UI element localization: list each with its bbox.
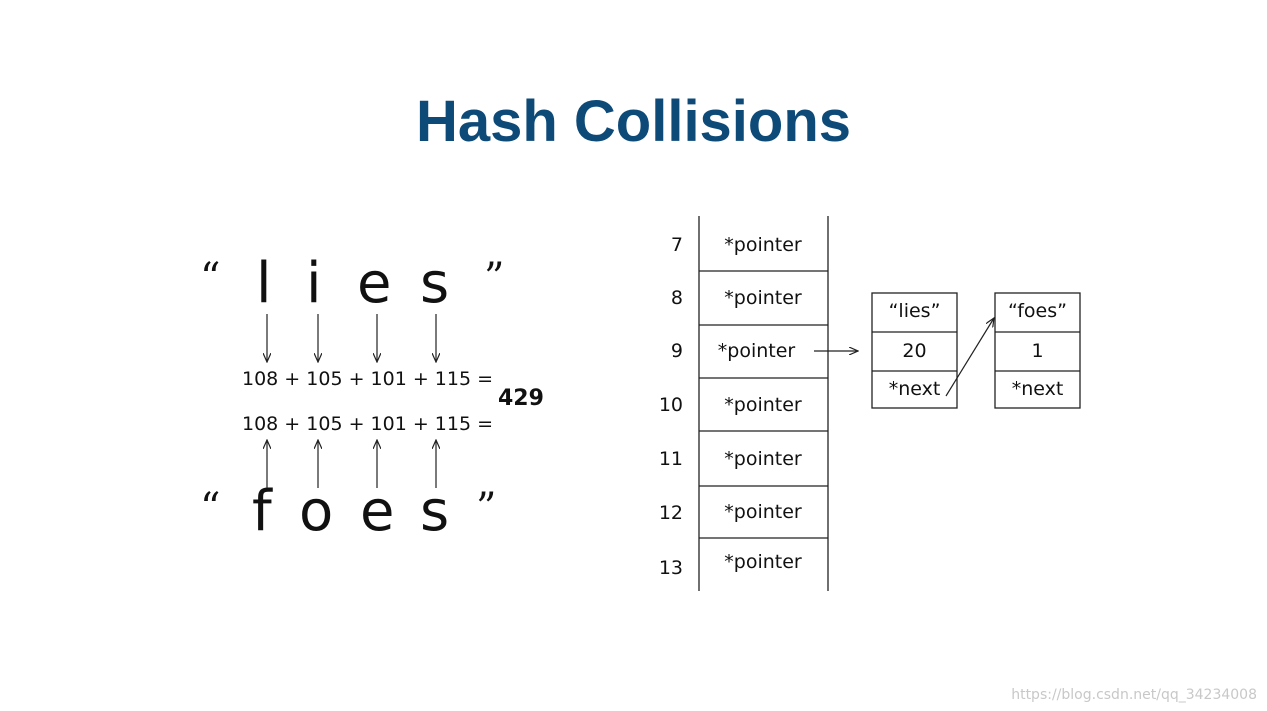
bucket-pointer: *pointer	[724, 394, 802, 416]
row-index: 12	[658, 502, 683, 524]
node-value: 1	[1031, 340, 1044, 362]
page-title: Hash Collisions	[415, 89, 852, 154]
next-arrow	[945, 318, 994, 397]
node-lies-box	[871, 292, 958, 409]
row-index: 13	[658, 557, 683, 579]
letter: s	[420, 251, 450, 316]
node-key: “foes”	[1008, 300, 1067, 322]
letter: e	[357, 251, 392, 316]
bucket-pointer: *pointer	[724, 551, 802, 573]
equation-lies: 108 + 105 + 101 + 115 =	[242, 368, 494, 390]
letter: s	[420, 479, 450, 544]
node-key: “lies”	[888, 300, 941, 322]
letter: i	[306, 251, 322, 316]
letter: f	[252, 479, 272, 544]
open-quote: “	[200, 485, 221, 531]
bucket-pointer: *pointer	[724, 501, 802, 523]
bucket-pointer: *pointer	[724, 287, 802, 309]
close-quote: ”	[476, 485, 497, 531]
letter: l	[256, 251, 272, 316]
equation-foes: 108 + 105 + 101 + 115 =	[242, 413, 494, 435]
bucket-pointer: *pointer	[724, 234, 802, 256]
row-index: 10	[658, 394, 683, 416]
bucket-pointer: *pointer	[717, 340, 796, 362]
node-foes-box	[994, 292, 1081, 409]
hash-result: 429	[498, 386, 544, 411]
row-index: 11	[658, 448, 683, 470]
node-next: *next	[888, 378, 941, 400]
row-index: 8	[670, 287, 683, 309]
bucket-pointer: *pointer	[724, 448, 802, 470]
row-index: 7	[670, 234, 683, 256]
row-index: 9	[670, 340, 683, 362]
node-next: *next	[1011, 378, 1064, 400]
open-quote: “	[200, 255, 221, 301]
letter: e	[360, 479, 395, 544]
letter: o	[299, 479, 334, 544]
watermark: https://blog.csdn.net/qq_34234008	[1011, 687, 1257, 703]
node-value: 20	[902, 340, 927, 362]
close-quote: ”	[484, 255, 505, 301]
